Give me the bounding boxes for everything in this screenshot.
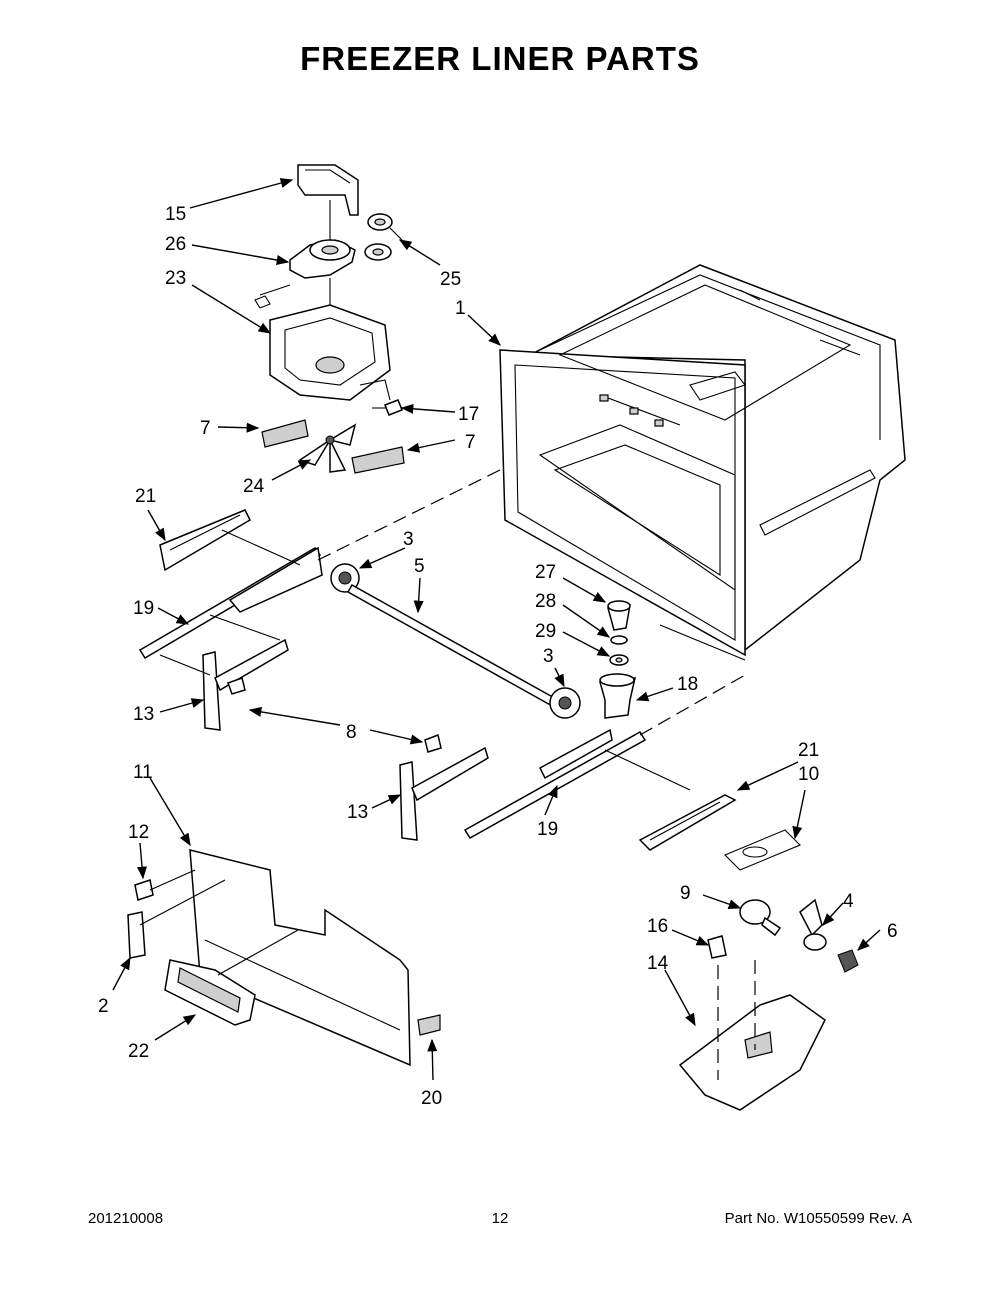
label-part [724, 829, 801, 871]
screw-part-8b [424, 733, 442, 753]
shaft-part [346, 583, 560, 709]
freezer-liner-part [499, 264, 906, 657]
callout-6: 6 [887, 921, 898, 942]
drain-trough-part [607, 600, 631, 631]
callout-28: 28 [535, 591, 556, 612]
light-bulb-part [739, 899, 782, 937]
callout-13b: 13 [347, 802, 368, 823]
callout-18: 18 [677, 674, 698, 695]
rail-support-part-left [202, 638, 289, 731]
callout-11: 11 [133, 762, 153, 783]
callout-24: 24 [243, 476, 265, 497]
callout-23: 23 [165, 268, 186, 289]
footer-part-number: Part No. W10550599 Rev. A [724, 1210, 912, 1227]
callout-21a: 21 [135, 486, 156, 507]
callout-19b: 19 [537, 819, 558, 840]
callout-10: 10 [798, 764, 819, 785]
callout-5: 5 [414, 556, 425, 577]
callout-7b: 7 [465, 432, 476, 453]
callout-2: 2 [98, 996, 109, 1017]
rail-bracket-part-upper-left [159, 509, 251, 572]
callout-19a: 19 [133, 598, 154, 619]
footer-page-number: 12 [491, 1210, 509, 1227]
callout-17: 17 [458, 404, 479, 425]
bracket-part-2 [127, 911, 146, 959]
damper-part [364, 213, 403, 261]
callout-15: 15 [165, 204, 186, 225]
drain-seal-part [610, 635, 628, 645]
callout-13a: 13 [133, 704, 154, 725]
drain-tube-part [599, 673, 636, 719]
callout-12: 12 [128, 822, 149, 843]
page-title: FREEZER LINER PARTS [300, 40, 700, 77]
callout-25: 25 [440, 269, 461, 290]
callout-7a: 7 [200, 418, 211, 439]
fan-bracket-part [297, 164, 359, 216]
rail-bracket-part-lower-right [638, 794, 737, 851]
callout-8: 8 [346, 722, 357, 743]
drain-washer-part [609, 654, 629, 666]
fan-motor-part [254, 200, 356, 310]
screw-part-12 [134, 879, 154, 901]
footer-code: 201210008 [88, 1210, 164, 1227]
callout-29: 29 [535, 621, 556, 642]
callout-20: 20 [421, 1088, 442, 1109]
callout-16: 16 [647, 916, 668, 937]
grille-part [164, 959, 256, 1026]
callout-3a: 3 [403, 529, 414, 550]
callout-9: 9 [680, 883, 691, 904]
callout-26: 26 [165, 234, 186, 255]
rear-panel-part [189, 849, 411, 1067]
rail-support-part-right [399, 746, 489, 841]
callout-21b: 21 [798, 740, 819, 761]
callout-22: 22 [128, 1041, 149, 1062]
screw-part [372, 399, 403, 416]
foam-tape-part [261, 419, 405, 474]
assembly-lines [139, 469, 756, 1080]
callout-3b: 3 [543, 646, 554, 667]
strip-part [417, 1014, 441, 1036]
screw-part-8a [227, 677, 246, 695]
fan-blade-part [298, 423, 357, 473]
callout-14: 14 [647, 953, 669, 974]
light-housing-part [678, 994, 826, 1111]
callout-leaders [112, 178, 881, 1081]
callout-27: 27 [535, 562, 556, 583]
gear-part-lower [549, 687, 581, 719]
callout-1: 1 [455, 298, 466, 319]
light-clip-part [837, 949, 859, 973]
fan-housing-part [269, 304, 391, 401]
switch-part [707, 935, 727, 959]
callout-4: 4 [843, 891, 854, 912]
lamp-socket-part [799, 898, 827, 951]
callout-labels: 15 26 23 25 1 7 17 7 24 21 3 5 19 27 28 … [98, 204, 898, 1109]
